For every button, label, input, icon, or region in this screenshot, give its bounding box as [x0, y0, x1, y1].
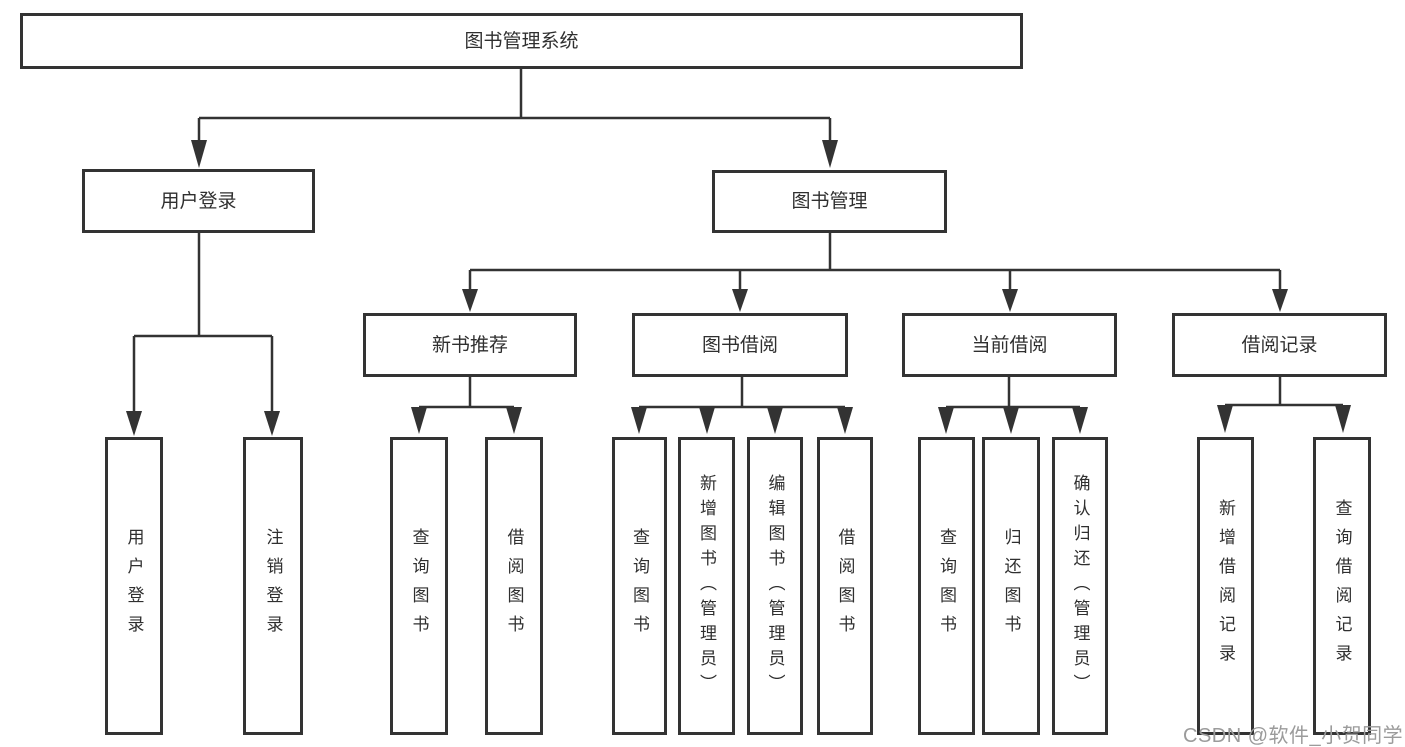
leaf-query-borrow-record: 查询借阅记录	[1313, 437, 1371, 735]
leaf-user-login: 用户登录	[105, 437, 163, 735]
connector-bookborrow-to-leaves	[639, 377, 845, 409]
arrowheads-userlogin-leaves	[126, 411, 280, 436]
leaf-query-books-3: 查询图书	[918, 437, 975, 735]
leaf-borrow-books-2: 借阅图书	[817, 437, 873, 735]
leaf-logout: 注销登录	[243, 437, 303, 735]
arrowheads-level2	[191, 140, 838, 168]
node-book-management: 图书管理	[712, 170, 947, 233]
node-book-borrow: 图书借阅	[632, 313, 848, 377]
leaf-add-borrow-record: 新增借阅记录	[1197, 437, 1254, 735]
arrowheads-records-leaves	[1217, 405, 1351, 433]
node-root-system: 图书管理系统	[20, 13, 1023, 69]
arrowheads-level3	[462, 289, 1288, 312]
node-current-borrow: 当前借阅	[902, 313, 1117, 377]
leaf-edit-books-admin: 编辑图书（管理员）	[747, 437, 803, 735]
connector-newbooks-to-leaves	[419, 377, 514, 409]
csdn-watermark: CSDN @软件_小贺同学	[1183, 725, 1404, 747]
node-borrow-records: 借阅记录	[1172, 313, 1387, 377]
arrowheads-newbooks-leaves	[411, 407, 522, 434]
node-new-book-recommend: 新书推荐	[363, 313, 577, 377]
arrowheads-currentborrow-leaves	[938, 407, 1088, 434]
connector-records-to-leaves	[1225, 377, 1343, 407]
leaf-confirm-return-admin: 确认归还（管理员）	[1052, 437, 1108, 735]
leaf-query-books-1: 查询图书	[390, 437, 448, 735]
connector-root-to-level2	[197, 69, 832, 141]
leaf-return-books: 归还图书	[982, 437, 1040, 735]
leaf-add-books-admin: 新增图书（管理员）	[678, 437, 735, 735]
connector-currentborrow-to-leaves	[946, 377, 1080, 409]
node-user-login: 用户登录	[82, 169, 315, 233]
leaf-query-books-2: 查询图书	[612, 437, 667, 735]
connector-userlogin-to-leaves	[132, 233, 274, 412]
connector-bookmgmt-to-level3	[468, 233, 1282, 290]
leaf-borrow-books-1: 借阅图书	[485, 437, 543, 735]
arrowheads-bookborrow-leaves	[631, 407, 853, 434]
